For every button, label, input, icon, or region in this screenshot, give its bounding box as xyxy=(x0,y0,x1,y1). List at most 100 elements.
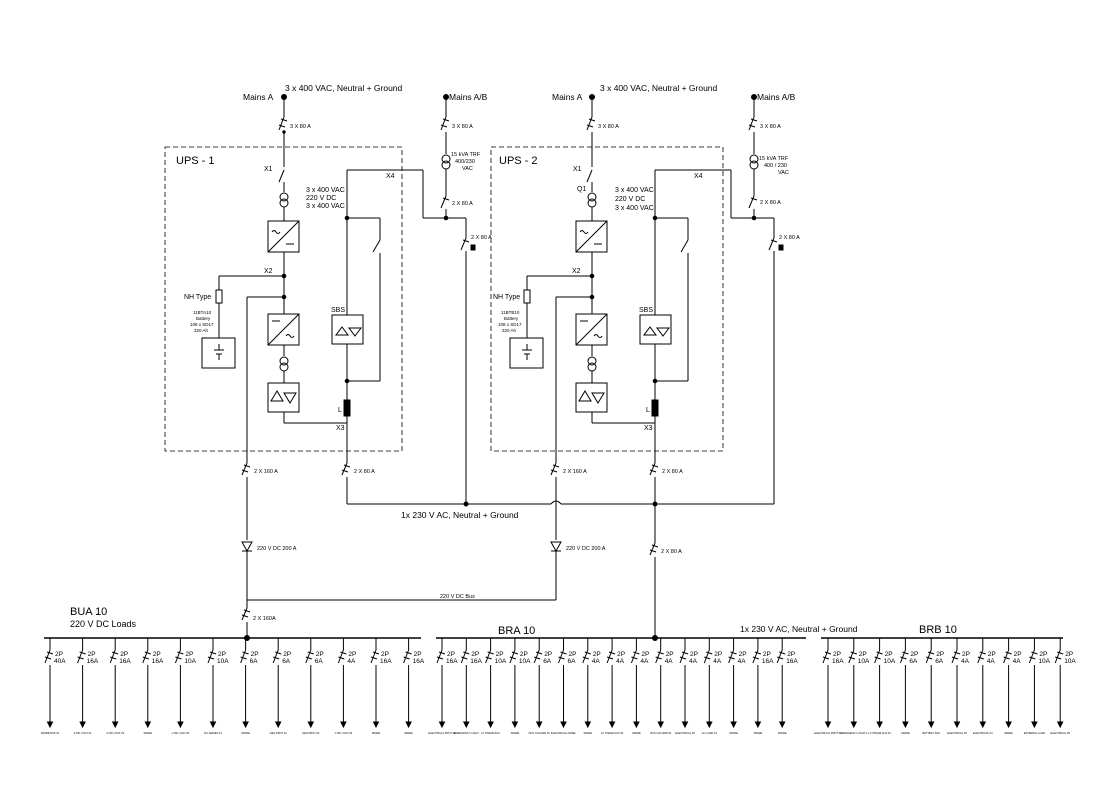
brb-feeder-breaker[interactable] xyxy=(1028,649,1038,664)
brb-feeder-breaker[interactable] xyxy=(822,649,832,664)
output-choke-icon xyxy=(343,399,351,417)
bra-feeder-breaker[interactable] xyxy=(606,649,616,664)
input-transformer-icon xyxy=(279,192,289,202)
dc-out-breaker[interactable] xyxy=(241,462,251,476)
bua-feeder-rating: 16A xyxy=(119,658,131,665)
bua-feeder-breaker[interactable] xyxy=(44,649,54,664)
bua-feeder-breaker[interactable] xyxy=(142,649,151,664)
bua-feeder-breaker[interactable] xyxy=(272,649,282,664)
brb-feeder-breaker[interactable] xyxy=(977,649,986,664)
bua-feeder-breaker[interactable] xyxy=(305,649,314,664)
bra-feeder-breaker[interactable] xyxy=(582,649,591,664)
maintenance-bypass-switch[interactable] xyxy=(372,239,381,253)
bua-feeder-breaker[interactable] xyxy=(174,649,184,664)
bua-feeder-rating: 10A xyxy=(217,658,229,665)
bua-feeder-breaker[interactable] xyxy=(240,649,249,664)
load-arrow-icon xyxy=(307,721,315,729)
bra-feeder-breaker[interactable] xyxy=(630,649,640,664)
brb-feeder-breaker[interactable] xyxy=(1054,649,1064,664)
dc-main-breaker[interactable] xyxy=(241,607,251,621)
maintenance-bypass-switch-2[interactable] xyxy=(680,239,689,253)
bra-feeder-rating: 4A xyxy=(713,658,722,665)
bua-feeder-breaker[interactable] xyxy=(109,649,119,664)
bra-feeder-breaker[interactable] xyxy=(509,649,519,664)
brb-feeder-breaker[interactable] xyxy=(925,649,935,664)
inverter-static-switch-icon xyxy=(267,382,300,413)
bypass-breaker-2[interactable] xyxy=(748,116,758,131)
input-breaker-2[interactable] xyxy=(586,116,596,131)
battery-label-1: 11BTA10 xyxy=(193,310,212,315)
bua-feeder-load: GEN PROT 01 xyxy=(270,731,288,735)
bra-feeder-breaker[interactable] xyxy=(436,649,446,664)
trf-out-breaker-2[interactable] xyxy=(748,195,758,209)
ac-out-breaker-2[interactable] xyxy=(649,462,659,476)
bra-feeder-rating: 16A xyxy=(786,658,798,665)
ac-out-breaker[interactable] xyxy=(341,462,351,476)
battery-label-4: 320 Ah xyxy=(194,328,209,333)
diode-label-2: 220 V DC 200 A xyxy=(566,546,606,552)
load-arrow-icon xyxy=(372,721,380,729)
bra-feeder-breaker[interactable] xyxy=(703,649,713,664)
brb-feeder-breaker[interactable] xyxy=(951,649,961,664)
bra-feeder-rating: 4A xyxy=(665,658,674,665)
bua-feeder-breaker[interactable] xyxy=(403,649,412,664)
bra-feeder-breaker[interactable] xyxy=(728,649,737,664)
brb-feeder-breaker[interactable] xyxy=(899,649,909,664)
dc-output-diode-icon-2 xyxy=(550,541,562,553)
load-arrow-icon xyxy=(274,721,282,729)
mains-a-label-1: Mains A xyxy=(243,92,274,102)
load-arrow-icon xyxy=(111,721,119,729)
ac-bus-label: 1x 230 V AC, Neutral + Ground xyxy=(401,510,519,520)
bra-feeder-breaker[interactable] xyxy=(679,649,689,664)
maint-bypass-breaker-2[interactable] xyxy=(768,237,784,251)
maint-bypass-breaker[interactable] xyxy=(460,237,476,251)
brb-feeder-breaker[interactable] xyxy=(874,649,883,664)
battery-label-3: 108 x SD17 xyxy=(190,322,214,327)
dc-out-breaker-2[interactable] xyxy=(550,462,560,476)
ups-2-title: UPS - 2 xyxy=(499,155,538,167)
brb-feeder-poles: 2P xyxy=(962,651,970,658)
trf-label-2: 400/230 xyxy=(455,159,475,165)
bua-feeder-breaker[interactable] xyxy=(207,649,217,664)
load-arrow-icon xyxy=(79,721,86,729)
bypass-breaker[interactable] xyxy=(440,116,450,131)
bra-feeder-load: ELECTRICAL PROT 01 xyxy=(428,731,456,735)
load-arrow-icon xyxy=(633,721,640,729)
load-arrow-icon xyxy=(681,721,689,729)
brb-feeder-rating: 10A xyxy=(884,658,896,665)
bra-feeder-breaker[interactable] xyxy=(655,649,664,664)
brb-feeder-breaker[interactable] xyxy=(848,649,857,664)
bra-feeder-load: EMERGENCY LIGHT xyxy=(454,731,479,735)
bra-feeder-load: LV STEAM AUX xyxy=(481,731,500,735)
bra-feeder-breaker[interactable] xyxy=(485,649,494,664)
bra-feeder-poles: 2P xyxy=(471,651,479,658)
trf-out-breaker[interactable] xyxy=(440,195,450,209)
bua-feeder-breaker[interactable] xyxy=(370,649,380,664)
bua-feeder-load: DC SERIES 01 xyxy=(204,731,222,735)
bra-feeder-breaker[interactable] xyxy=(558,649,567,664)
ac-main-breaker[interactable] xyxy=(649,542,659,556)
load-arrow-icon xyxy=(608,721,616,729)
brb-feeder-breaker[interactable] xyxy=(1003,649,1012,664)
bra-feeder-breaker[interactable] xyxy=(460,649,470,664)
bua-feeder-breaker[interactable] xyxy=(77,649,86,664)
fuse-label-2: NH Type xyxy=(493,294,520,301)
bua-feeder-breaker[interactable] xyxy=(337,649,347,664)
load-arrow-icon xyxy=(487,721,494,729)
input-breaker[interactable] xyxy=(278,116,288,134)
ratings-2: 220 V DC xyxy=(306,195,336,202)
bra-feeder-breaker[interactable] xyxy=(533,649,543,664)
bua-feeder-rating: 10A xyxy=(184,658,196,665)
bua-feeder-rating: 16A xyxy=(87,658,99,665)
trf-out-breaker-label-2: 2 X 80 A xyxy=(760,200,781,206)
brb-feeder-poles: 2P xyxy=(1065,651,1073,658)
bra-feeder-breaker[interactable] xyxy=(752,649,762,664)
brb-title: BRB 10 xyxy=(919,624,957,636)
bra-feeder-breaker[interactable] xyxy=(776,649,786,664)
